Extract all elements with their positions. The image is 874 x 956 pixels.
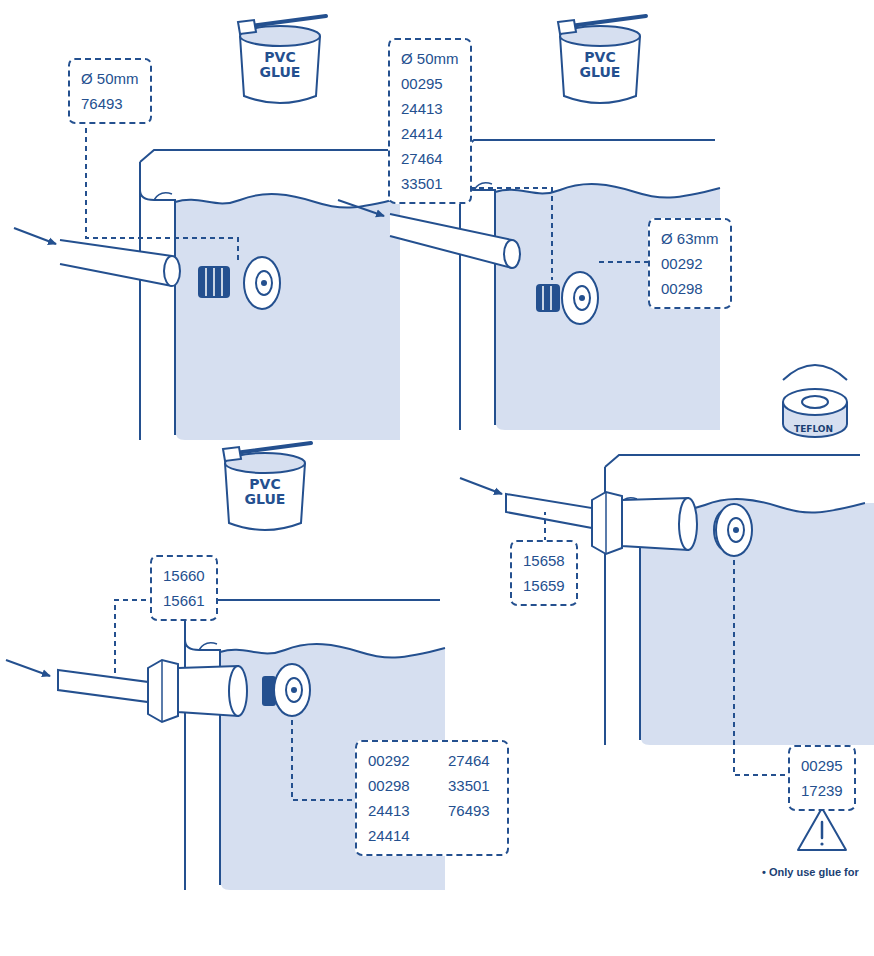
part-numbers: 00295 17239 xyxy=(801,753,843,803)
callout-box: Ø 50mm00295 24413 24414 27464 33501 xyxy=(388,38,472,204)
callout-box: 15658 15659 xyxy=(510,540,578,606)
part-numbers: 00292 00298 xyxy=(661,251,703,301)
glue-can-label: PVC GLUE xyxy=(254,50,306,81)
glue-can-label: PVC GLUE xyxy=(239,477,291,508)
callout-box: 00292 00298 24413 24414 27464 33501 7649… xyxy=(355,740,509,856)
callout-box: Ø 63mm00292 00298 xyxy=(648,218,732,309)
pipe-diameter: Ø 63mm xyxy=(661,226,719,251)
part-numbers: 15660 15661 xyxy=(163,563,205,613)
callout-box: 00295 17239 xyxy=(788,745,856,811)
callout-box: 15660 15661 xyxy=(150,555,218,621)
part-numbers: 00295 24413 24414 27464 33501 xyxy=(401,71,443,196)
tape-label: TEFLON xyxy=(794,424,833,434)
part-numbers: 00292 00298 24413 24414 27464 33501 7649… xyxy=(368,748,496,848)
pipe-diameter: Ø 50mm xyxy=(81,66,139,91)
part-numbers: 15658 15659 xyxy=(523,548,565,598)
callout-box: Ø 50mm76493 xyxy=(68,58,152,124)
glue-can-label: PVC GLUE xyxy=(574,50,626,81)
pipe-diameter: Ø 50mm xyxy=(401,46,459,71)
part-numbers: 76493 xyxy=(81,91,123,116)
warning-note: • Only use glue for xyxy=(762,866,859,878)
